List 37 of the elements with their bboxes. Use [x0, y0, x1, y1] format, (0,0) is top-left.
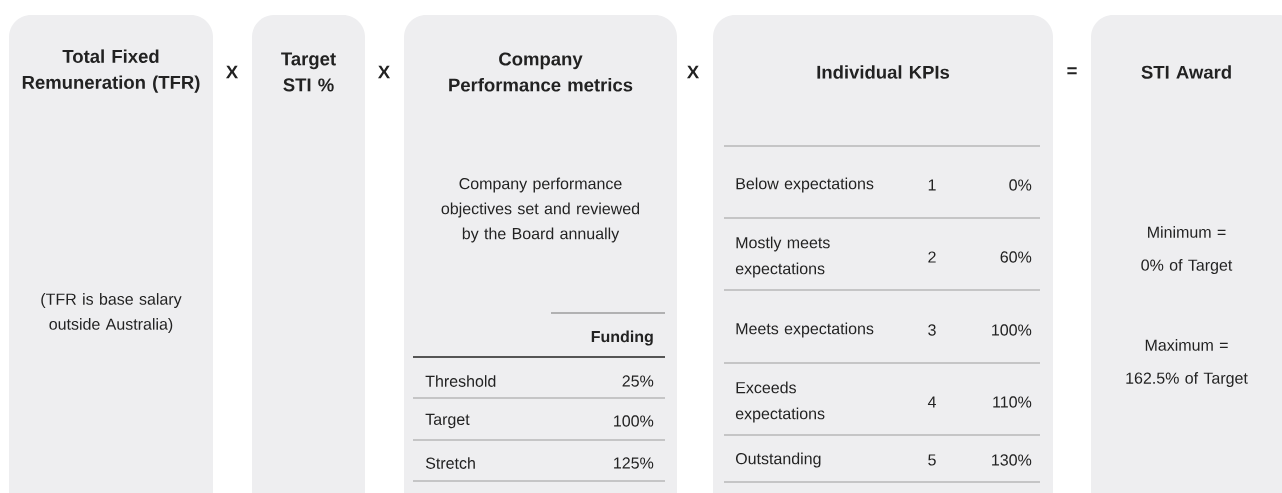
percentage-value: 100% [992, 324, 1032, 336]
row-label: Meets expectations [736, 322, 874, 338]
row-label: Stretch [425, 457, 475, 469]
rating-number: 5 [928, 454, 936, 466]
rating-number: 1 [928, 179, 936, 191]
row-label: Outstanding [735, 452, 821, 468]
rating-number: 4 [927, 396, 936, 408]
panel-heading: Company Performance metrics [449, 52, 633, 92]
row-label: Below expectations [736, 177, 874, 193]
rating-number: 2 [928, 251, 936, 263]
percentage-value: 0% [1009, 179, 1032, 191]
percentage-value: 25% [622, 375, 654, 387]
operator-sign: X [378, 65, 390, 79]
panel-text: Maximum = 162.5% of Target [1126, 339, 1248, 387]
percentage-value: 110% [993, 396, 1032, 408]
panel [404, 15, 677, 493]
column-heading: Funding [591, 330, 653, 346]
operator-sign: X [226, 65, 238, 79]
panel-text: Minimum = 0% of Target [1141, 226, 1233, 274]
row-label: Target [425, 413, 470, 429]
operator-sign: = [1067, 67, 1077, 75]
row-label: Exceeds expectations [735, 381, 825, 423]
percentage-value: 100% [614, 415, 654, 427]
panel-heading: Target STI % [281, 52, 336, 92]
panel-text: (TFR is base salary outside Australia) [41, 293, 182, 333]
percentage-value: 125% [614, 457, 654, 469]
rating-number: 3 [928, 324, 936, 336]
percentage-value: 60% [1000, 251, 1032, 263]
panel-text: Company performance objectives set and reviewed by the Board annually [441, 177, 640, 243]
panel-heading: STI Award [1141, 65, 1231, 79]
operator-sign: X [687, 65, 700, 79]
panel [713, 15, 1053, 493]
row-label: Threshold [425, 375, 496, 387]
row-label: Mostly meets expectations [735, 236, 830, 278]
percentage-value: 130% [992, 454, 1032, 466]
panel-heading: Individual KPIs [817, 65, 950, 79]
panel-heading: Total Fixed Remuneration (TFR) [22, 49, 200, 93]
